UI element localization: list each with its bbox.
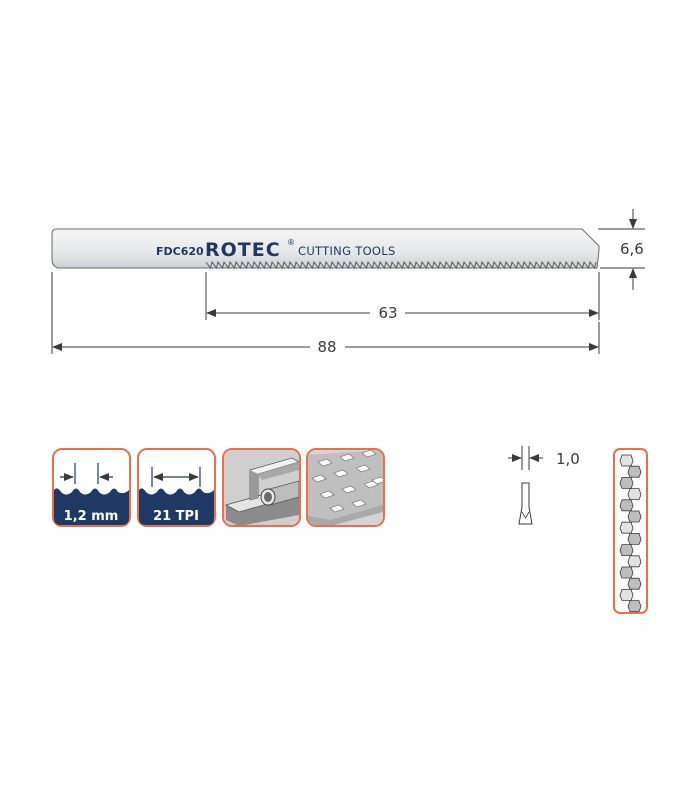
total-length-dimension: 88: [51, 272, 600, 356]
tooth-set-segment: [619, 499, 634, 512]
tooth-pitch-wave: [54, 488, 129, 525]
height-value: 6,6: [620, 240, 644, 258]
tooth-set-segment: [627, 600, 642, 612]
tooth-set-segment: [619, 454, 634, 467]
tooth-set-segment: [627, 510, 642, 523]
blade-cross-section: [518, 482, 533, 525]
tooth-pitch-label: 1,2 mm: [64, 509, 119, 524]
tooth-set-detail: [613, 448, 648, 614]
blade-code: FDC620: [156, 245, 204, 258]
tooth-set-segment: [619, 477, 634, 489]
thickness-value: 1,0: [556, 450, 580, 468]
tpi-wave: [139, 488, 214, 525]
brand-tagline: CUTTING TOOLS: [298, 244, 396, 258]
tooth-set-segment: [619, 544, 634, 556]
saw-blade: FDC620 ROTEC ® CUTTING TOOLS: [51, 228, 600, 270]
tooth-set-segment: [627, 555, 642, 568]
registered-mark: ®: [287, 238, 295, 247]
metal-profiles-icon: [222, 448, 301, 527]
tpi-badge: 21 TPI: [137, 448, 216, 527]
blade-body: [51, 228, 600, 269]
tooth-set-segment: [627, 577, 642, 590]
tooth-set-segment: [619, 566, 634, 579]
tooth-pitch-badge: 1,2 mm: [52, 448, 131, 527]
tooth-set-segment: [627, 533, 642, 545]
tooth-set-segment: [627, 465, 642, 478]
tooth-length-value: 63: [378, 304, 397, 322]
tooth-set-segment: [627, 488, 642, 500]
tooth-set-segment: [619, 521, 634, 534]
perforated-sheet-icon: [306, 448, 385, 527]
height-dimension: 6,6: [598, 209, 645, 290]
total-length-value: 88: [317, 338, 336, 356]
tpi-label: 21 TPI: [153, 509, 199, 524]
tooth-set-segment: [619, 589, 634, 601]
brand-logo: ROTEC: [205, 239, 281, 261]
tooth-length-dimension: 63: [205, 272, 600, 322]
thickness-dimension: 1,0: [508, 446, 580, 470]
blade-teeth: [205, 260, 597, 270]
